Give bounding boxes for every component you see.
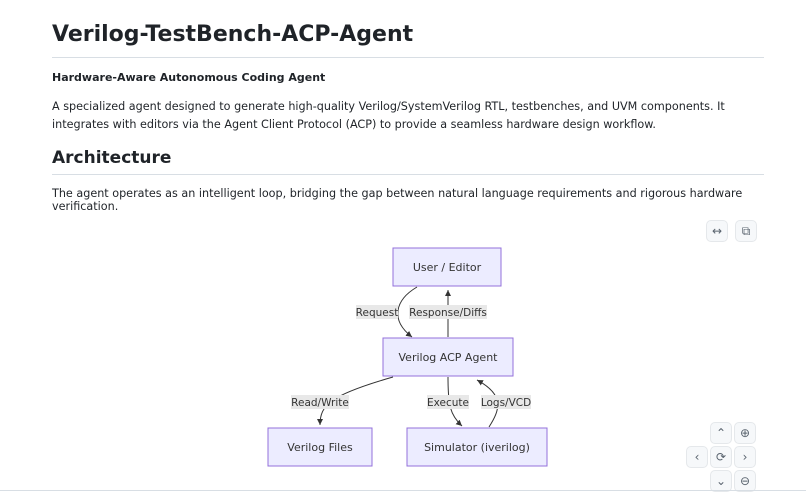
pan-down-button[interactable]: ⌄ [710, 470, 732, 492]
zoom-in-button[interactable]: ⊕ [734, 422, 756, 444]
label-logs: Logs/VCD [481, 395, 531, 409]
node-user: User / Editor [392, 247, 502, 287]
svg-text:Request: Request [356, 307, 399, 319]
divider [52, 57, 764, 58]
edge-request [397, 286, 418, 338]
page-title: Verilog-TestBench-ACP-Agent [52, 22, 414, 47]
node-simulator: Simulator (iverilog) [406, 427, 548, 467]
svg-text:Simulator (iverilog): Simulator (iverilog) [424, 441, 530, 454]
svg-text:User / Editor: User / Editor [413, 261, 482, 274]
architecture-heading: Architecture [52, 148, 172, 168]
subtitle: Hardware-Aware Autonomous Coding Agent [52, 71, 326, 84]
pan-up-button[interactable]: ⌃ [710, 422, 732, 444]
svg-text:Response/Diffs: Response/Diffs [409, 307, 487, 319]
label-request: Request [356, 305, 399, 319]
expand-button[interactable]: ↔ [706, 220, 728, 242]
svg-text:Execute: Execute [427, 397, 469, 409]
divider [52, 174, 764, 175]
copy-button[interactable]: ⧉ [735, 220, 757, 242]
label-readwrite: Read/Write [291, 395, 349, 409]
zoom-out-button[interactable]: ⊖ [734, 470, 756, 492]
svg-text:Logs/VCD: Logs/VCD [481, 397, 531, 409]
label-execute: Execute [427, 395, 469, 409]
divider [0, 490, 806, 491]
svg-text:Verilog ACP Agent: Verilog ACP Agent [399, 351, 499, 364]
node-agent: Verilog ACP Agent [382, 337, 514, 377]
svg-text:Verilog Files: Verilog Files [287, 441, 353, 454]
label-response: Response/Diffs [409, 305, 487, 319]
pan-left-button[interactable]: ‹ [686, 446, 708, 468]
node-files: Verilog Files [267, 427, 373, 467]
svg-text:Read/Write: Read/Write [291, 397, 349, 409]
intro-paragraph: A specialized agent designed to generate… [52, 100, 725, 131]
architecture-paragraph: The agent operates as an intelligent loo… [52, 187, 743, 213]
reset-view-button[interactable]: ⟳ [710, 446, 732, 468]
pan-right-button[interactable]: › [734, 446, 756, 468]
